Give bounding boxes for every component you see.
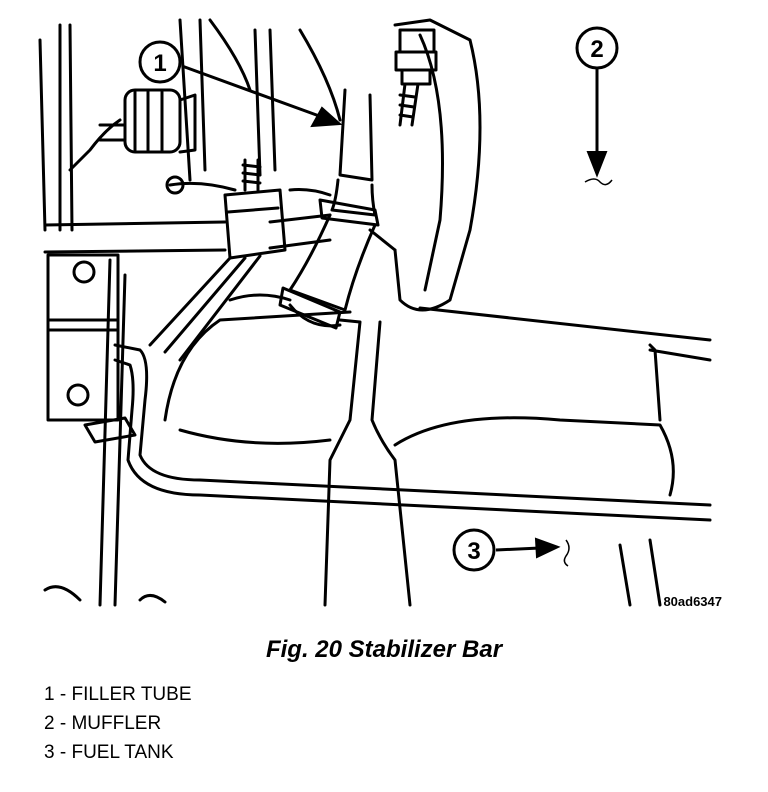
- fuel-tank: [163, 293, 712, 607]
- callout-3: 3: [452, 528, 570, 572]
- legend-number: 3: [44, 742, 55, 763]
- vehicle-frame: [38, 18, 342, 607]
- legend-separator: -: [54, 684, 72, 705]
- figure-caption: Fig. 20 Stabilizer Bar: [265, 636, 503, 663]
- stabilizer-bar: [43, 158, 332, 362]
- callout-3-number: 3: [467, 538, 480, 565]
- legend-label: MUFFLER: [71, 713, 162, 734]
- figure-reference-code: 80ad6347: [663, 594, 722, 609]
- callout-1-number: 1: [153, 50, 166, 77]
- callout-2: 2: [575, 26, 619, 186]
- exhaust-hanger: [98, 88, 197, 154]
- legend-separator: -: [54, 713, 72, 734]
- legend: 1 - FILLER TUBE 2 - MUFFLER 3 - FUEL TAN…: [44, 680, 192, 767]
- legend-label: FUEL TANK: [71, 742, 174, 763]
- stabilizer-bar-illustration: 1 2 3 80ad6347: [38, 18, 722, 609]
- legend-number: 1: [44, 684, 55, 705]
- callout-2-number: 2: [590, 36, 603, 63]
- filler-tube: [278, 88, 380, 330]
- muffler: [368, 18, 482, 312]
- legend-number: 2: [44, 713, 55, 734]
- legend-item: 2 - MUFFLER: [44, 709, 192, 738]
- muffler-bolt: [394, 28, 438, 127]
- legend-label: FILLER TUBE: [71, 684, 192, 705]
- fuel-line: [83, 343, 712, 522]
- callout-1: 1: [138, 40, 343, 128]
- legend-item: 3 - FUEL TANK: [44, 738, 192, 767]
- legend-separator: -: [54, 742, 72, 763]
- legend-item: 1 - FILLER TUBE: [44, 680, 192, 709]
